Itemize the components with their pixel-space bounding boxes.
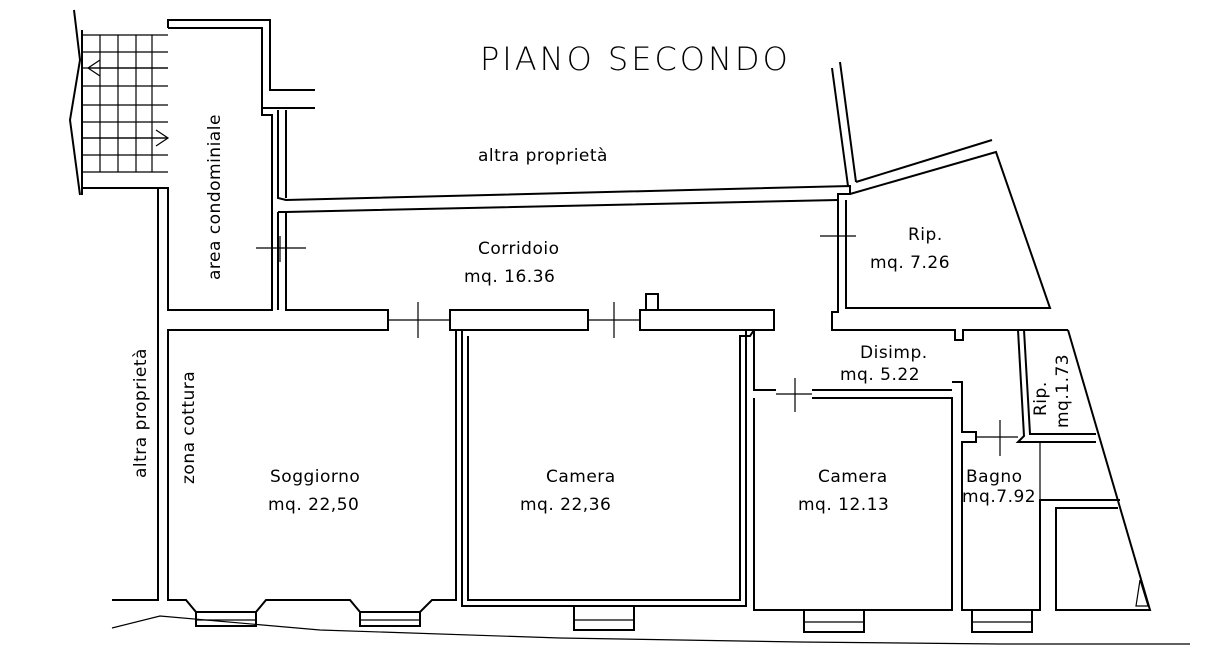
camera-1-walls [461,329,774,631]
label-camera-1-name: Camera [546,467,616,487]
label-corridoio-name: Corridoio [478,239,560,259]
label-soggiorno-area: mq. 22,50 [268,495,359,515]
label-rip-top-name: Rip. [908,225,943,245]
corridor-walls [167,110,851,600]
label-disimp-name: Disimp. [860,343,928,363]
label-bagno-area: mq.7.92 [962,487,1036,507]
label-soggiorno-name: Soggiorno [270,467,360,487]
label-camera-1-area: mq. 22,36 [520,495,611,515]
staircase [68,9,170,196]
label-rip-small-area: mq.1.73 [1053,354,1073,428]
condominial-area-walls [81,19,315,311]
label-camera-2-name: Camera [818,467,888,487]
label-rip-small-name: Rip. [1031,381,1051,416]
label-altra-proprieta-left: altra proprietà [131,348,151,478]
label-bagno-name: Bagno [966,467,1023,487]
label-altra-proprieta-top: altra proprietà [478,146,608,166]
label-camera-2-area: mq. 12.13 [798,495,889,515]
label-zona-cottura: zona cottura [179,371,199,484]
corridor-south-wall [387,293,775,338]
label-disimp-area: mq. 5.22 [840,365,920,385]
camera-2-walls [753,330,953,633]
plan-title: PIANO SECONDO [480,40,791,78]
ground-line [111,599,1190,645]
bagno-walls [952,329,1152,633]
rip-storage-walls [820,61,1068,341]
label-area-condominiale: area condominiale [205,114,225,280]
label-corridoio-area: mq. 16.36 [464,267,555,287]
label-rip-top-area: mq. 7.26 [870,253,950,273]
